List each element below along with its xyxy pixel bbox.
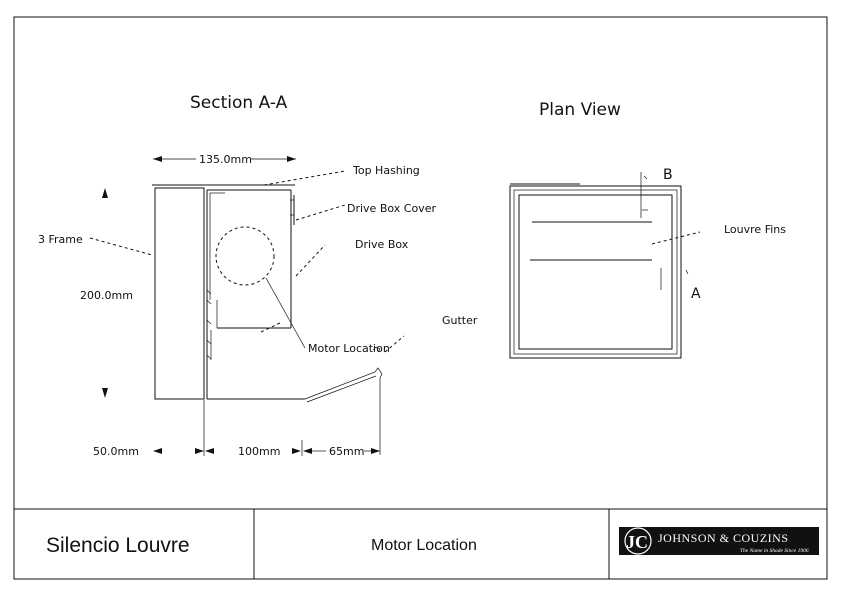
leader-top-flashing [263, 170, 346, 186]
product-name: Silencio Louvre [46, 534, 190, 557]
label-louvre-fins: Louvre Fins [724, 223, 786, 236]
dim-50: 50.0mm [93, 445, 139, 458]
dimension-bottom: 50.0mm 100mm 65mm [93, 400, 380, 458]
motor-circle [215, 226, 275, 286]
leader-drive-box [295, 244, 326, 277]
logo-monogram: JC [626, 532, 648, 552]
frame-profile [154, 187, 205, 400]
svg-text:B: B [663, 167, 673, 183]
section-marker-a: A [660, 268, 701, 302]
dim-100: 100mm [238, 445, 280, 458]
drive-box-cover [290, 195, 295, 225]
section-marker-b: B [640, 167, 673, 218]
leader-drive-box-cover [295, 204, 346, 221]
dim-65: 65mm [329, 445, 364, 458]
label-frame: 3 Frame [38, 233, 83, 246]
company-logo: JC JOHNSON & COUZINS The Name in Shade S… [619, 527, 819, 555]
label-gutter: Gutter [442, 314, 478, 327]
plan-title: Plan View [539, 100, 621, 120]
dimension-width: 135.0mm [153, 152, 296, 166]
drive-box [206, 190, 305, 400]
title-block: Silencio Louvre Motor Location [14, 508, 827, 579]
leader-louvre-fins [651, 231, 701, 245]
svg-text:A: A [691, 286, 701, 302]
leader-frame [89, 237, 153, 256]
label-motor-location: Motor Location [308, 342, 390, 355]
gutter-profile [304, 346, 383, 455]
dimension-height: 200.0mm [80, 188, 133, 398]
label-drive-box: Drive Box [355, 238, 409, 251]
plan-frame [509, 183, 682, 359]
section-title: Section A-A [190, 93, 288, 113]
logo-tagline: The Name in Shade Since 1906 [740, 548, 809, 554]
label-drive-box-cover: Drive Box Cover [347, 202, 436, 215]
leader-motor-location [265, 277, 306, 349]
svg-text:135.0mm: 135.0mm [199, 153, 252, 166]
logo-company: JOHNSON & COUZINS [658, 531, 789, 545]
label-top-flashing: Top Hashing [352, 164, 420, 177]
sheet-border [13, 16, 828, 580]
leader-gutter [384, 335, 405, 353]
drawing-name: Motor Location [371, 537, 477, 554]
svg-text:200.0mm: 200.0mm [80, 289, 133, 302]
